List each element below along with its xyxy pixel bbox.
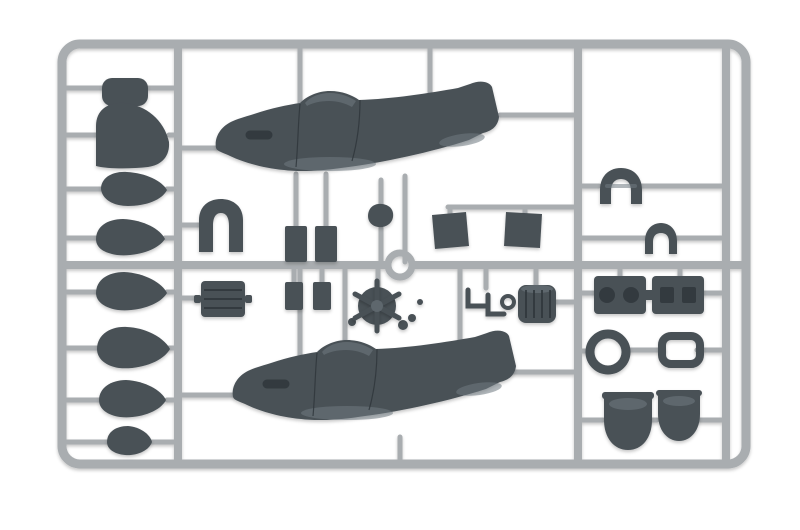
moulded-parts [96, 78, 704, 456]
cowling-cup-right [658, 394, 700, 441]
part-recess-details [204, 99, 696, 417]
attachment-ring-part [384, 249, 416, 281]
radiator-panel-4 [313, 282, 331, 310]
cowling-drum-louvers [525, 290, 551, 318]
headrest-part [102, 78, 148, 106]
wing-fillet-part-5 [97, 326, 170, 369]
small-round-part-1 [398, 320, 408, 330]
engine-block-ribs [204, 289, 242, 309]
instrument-hole-1 [599, 287, 615, 303]
cowling-drum-part [518, 285, 556, 323]
wing-fillet-part-4 [96, 272, 167, 311]
control-linkage-part [465, 287, 507, 317]
gear-door-right [504, 212, 542, 248]
small-round-part-3 [408, 314, 416, 322]
instrument-tray-right [652, 276, 704, 314]
gear-door-left [432, 212, 469, 249]
part-highlights [284, 93, 695, 420]
cockpit-cowl-part [199, 199, 243, 252]
frame-clamp-part [658, 332, 704, 368]
radiator-panel-1 [285, 226, 307, 262]
cowling-cup-left [604, 396, 652, 450]
cowling-cup-left-highlight [609, 398, 647, 410]
instrument-tray-left [594, 276, 646, 314]
small-round-part-4 [417, 299, 423, 305]
ring-clamp-part [585, 329, 631, 375]
canopy-frame-arch-1 [600, 168, 642, 204]
wing-fillet-part-1 [96, 102, 170, 169]
cowling-drum-highlight [521, 285, 553, 293]
instrument-cutout-1 [660, 287, 674, 303]
wing-fillet-part-6 [99, 380, 166, 418]
cowling-cup-right-highlight [663, 396, 695, 406]
radiator-panel-3 [285, 282, 303, 310]
instrument-cutout-2 [682, 287, 696, 303]
wing-fillet-part-7 [107, 426, 152, 456]
canopy-frame-arch-2 [645, 223, 677, 254]
wing-fillet-part-3 [96, 219, 165, 256]
engine-axle-left [194, 295, 201, 303]
linkage-ring-end [500, 294, 516, 310]
small-fairing-part [368, 203, 394, 228]
radiator-panel-2 [315, 226, 337, 262]
wing-fillet-part-2 [101, 171, 167, 206]
radial-engine-hub-highlight [371, 300, 383, 312]
canopy-arch-crossbar-highlight [605, 184, 637, 188]
engine-axle-right [245, 295, 252, 303]
instrument-hole-2 [623, 287, 639, 303]
instrument-tray-link [644, 290, 654, 300]
